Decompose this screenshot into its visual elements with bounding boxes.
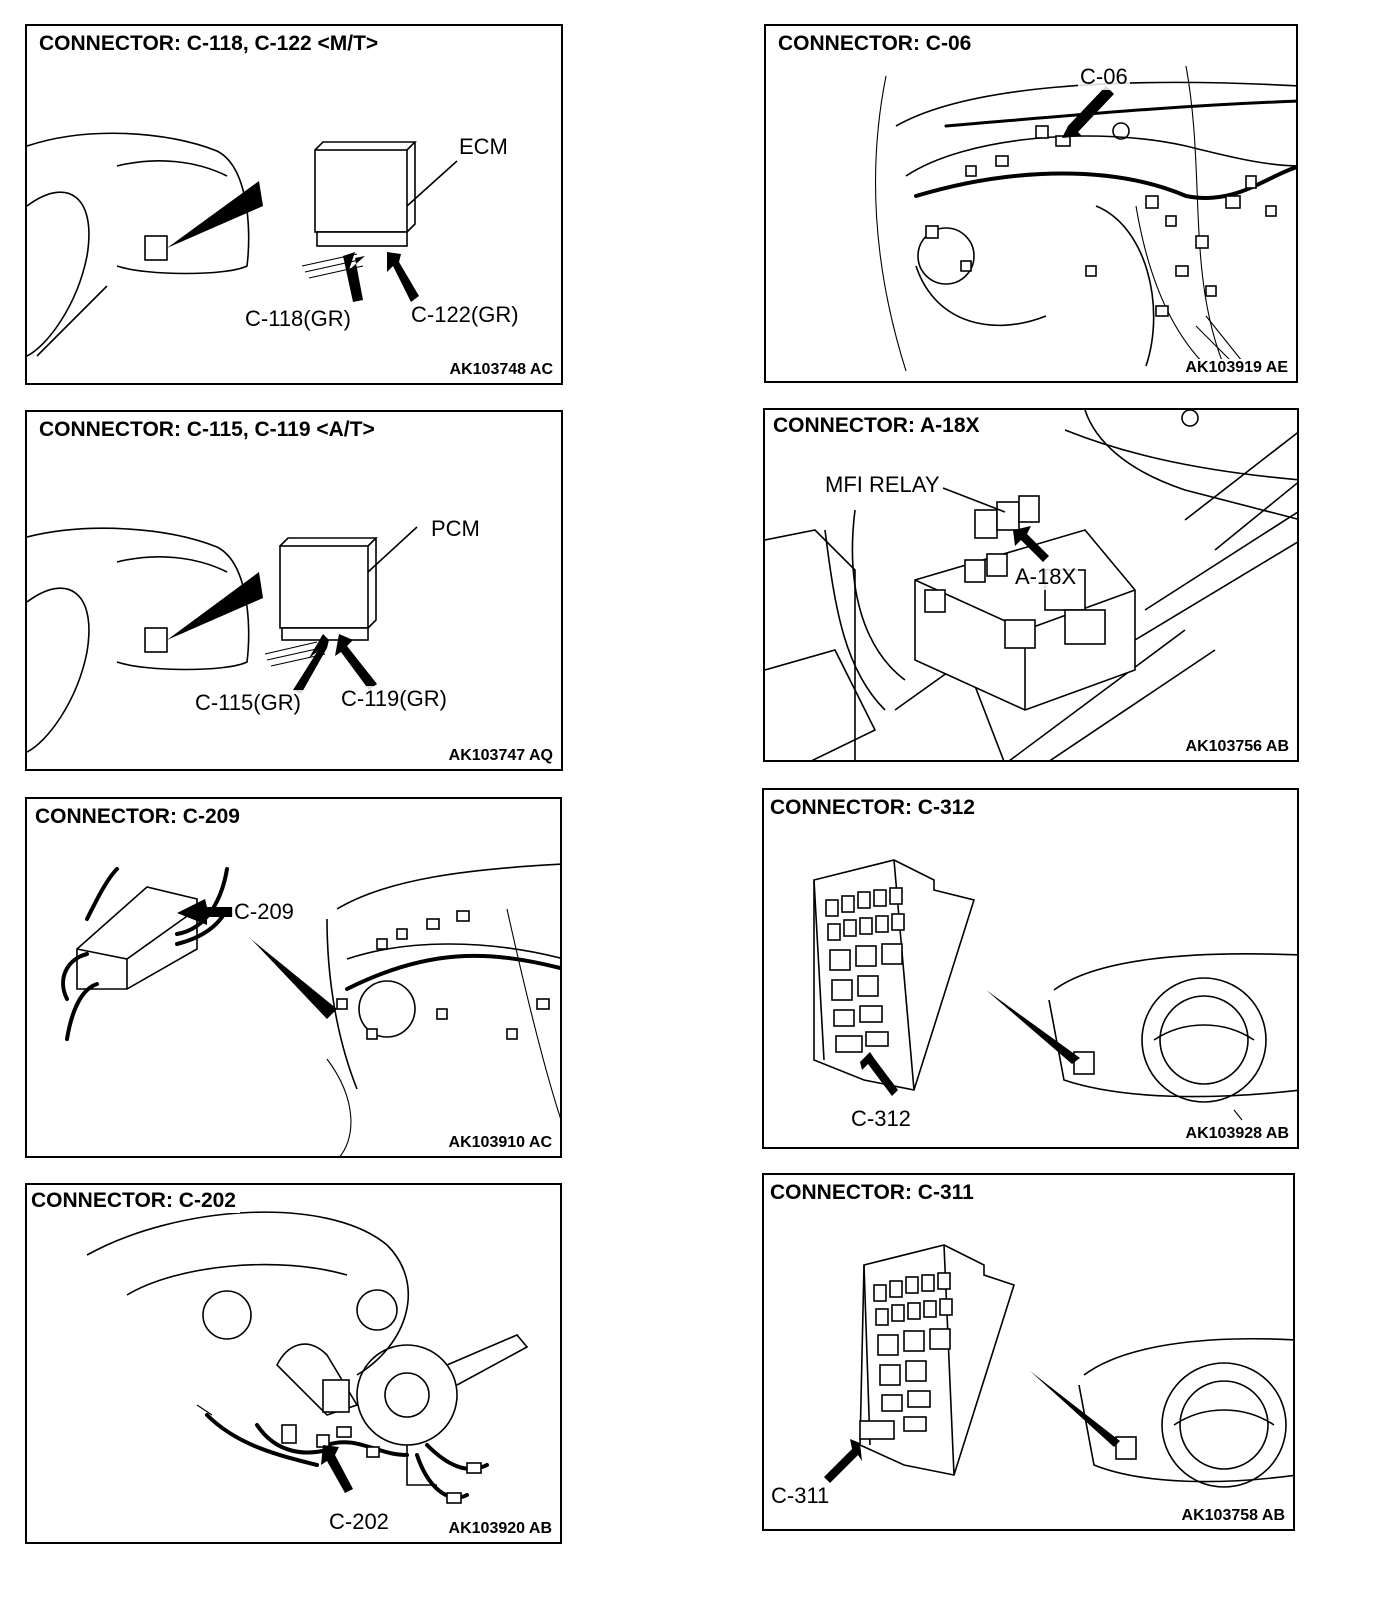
panel-c118-c122: CONNECTOR: C-118, C-122 <M/T> ECM C-118(…: [25, 24, 563, 385]
c311-label: C-311: [769, 1483, 832, 1509]
figure-code: AK103756 AB: [1183, 738, 1291, 756]
ecm-label: ECM: [457, 134, 510, 160]
c202-label: C-202: [327, 1509, 391, 1535]
figure-code: AK103758 AB: [1179, 1507, 1287, 1525]
c115-label: C-115(GR): [193, 690, 303, 716]
panel-title: CONNECTOR: C-202: [31, 1189, 240, 1213]
dashboard-harness-illustration: [875, 65, 1296, 372]
panel-title: CONNECTOR: C-06: [778, 32, 976, 56]
panel-title: CONNECTOR: C-311: [770, 1181, 978, 1205]
figure-code: AK103910 AC: [446, 1134, 554, 1152]
figure-code: AK103748 AC: [447, 361, 555, 379]
pcm-label: PCM: [429, 516, 482, 542]
mfi-relay-label: MFI RELAY: [823, 472, 942, 498]
panel-c209: CONNECTOR: C-209 C-209 AK103910 AC: [25, 797, 562, 1158]
c118-label: C-118(GR): [243, 306, 353, 332]
panel-a18x: CONNECTOR: A-18X MFI RELAY A-18X AK10375…: [763, 408, 1299, 762]
pcm-location-illustration: [27, 526, 418, 753]
panel-title: CONNECTOR: A-18X: [773, 414, 984, 438]
panel-title: CONNECTOR: C-115, C-119 <A/T>: [39, 418, 379, 442]
c06-label: C-06: [1078, 64, 1130, 90]
c119-label: C-119(GR): [339, 686, 449, 712]
panel-c115-c119: CONNECTOR: C-115, C-119 <A/T> PCM C-115(…: [25, 410, 563, 771]
panel-c311: CONNECTOR: C-311 C-311 AK103758 AB: [762, 1173, 1295, 1531]
c209-harness-illustration: [61, 863, 560, 1156]
engine-relay-box-illustration: [765, 410, 1297, 760]
figure-code: AK103928 AB: [1183, 1125, 1291, 1143]
a18x-label: A-18X: [1013, 564, 1079, 590]
panel-title: CONNECTOR: C-312: [770, 796, 979, 820]
c209-label: C-209: [232, 899, 296, 925]
c312-label: C-312: [849, 1106, 913, 1132]
figure-code: AK103747 AQ: [446, 747, 555, 765]
steering-column-c202-illustration: [86, 1211, 529, 1504]
panel-c06: CONNECTOR: C-06 C-06 AK103919 AE: [764, 24, 1298, 383]
figure-code: AK103919 AE: [1183, 359, 1290, 377]
junction-block-c311-illustration: [824, 1244, 1293, 1488]
ecm-location-illustration: [27, 132, 458, 357]
c122-label: C-122(GR): [409, 302, 521, 328]
panel-c202: CONNECTOR: C-202 C-202 AK103920 AB: [25, 1183, 562, 1544]
panel-c312: CONNECTOR: C-312 C-312 AK103928 AB: [762, 788, 1299, 1149]
panel-title: CONNECTOR: C-118, C-122 <M/T>: [39, 32, 383, 56]
figure-code: AK103920 AB: [446, 1520, 554, 1538]
panel-title: CONNECTOR: C-209: [35, 805, 244, 829]
junction-block-c312-illustration: [813, 859, 1297, 1121]
